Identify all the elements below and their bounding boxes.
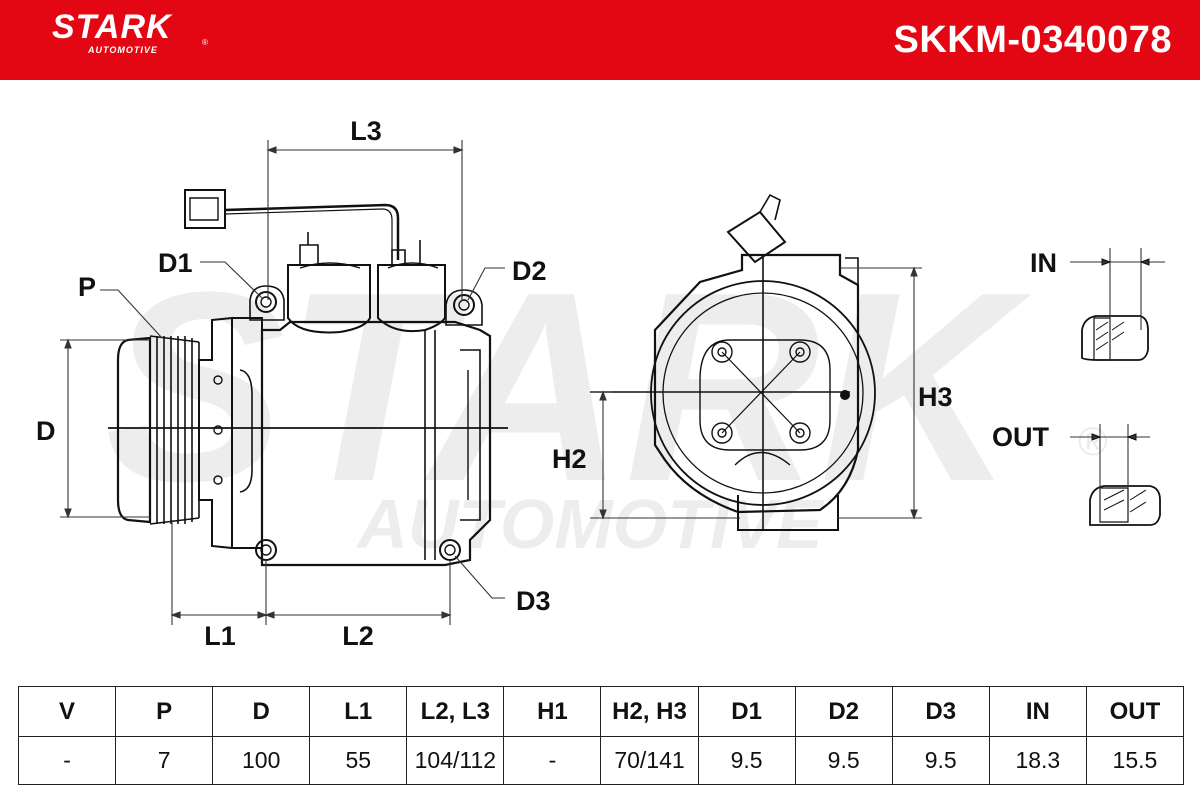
spec-table: V P D L1 L2, L3 H1 H2, H3 D1 D2 D3 IN OU…	[17, 686, 1185, 785]
spec-header-d: D	[212, 686, 311, 737]
technical-drawing: L3 D1 D2 P D L1 L2 D3 H2 H3 IN OUT	[36, 116, 1165, 651]
mount-hole-d1	[255, 291, 277, 313]
port-right	[377, 264, 446, 333]
label-d3: D3	[516, 586, 551, 616]
brand-subtitle: AUTOMOTIVE	[88, 45, 158, 55]
spec-header-l2-l3: L2, L3	[406, 686, 505, 737]
brand-registered-mark: ®	[202, 38, 208, 47]
in-port-section	[1070, 248, 1165, 361]
mount-hole-d3	[439, 539, 461, 561]
compressor-end-view	[590, 193, 876, 531]
end-bolts	[711, 341, 811, 444]
label-d2: D2	[512, 256, 547, 286]
label-l2: L2	[342, 621, 374, 651]
port-left	[287, 264, 371, 334]
spec-value-in: 18.3	[988, 736, 1087, 785]
brand-name: STARK	[52, 8, 172, 46]
label-l3: L3	[350, 116, 382, 146]
brand-logo: STARK AUTOMOTIVE ®	[52, 8, 208, 55]
label-p: P	[78, 272, 96, 302]
spec-value-l1: 55	[309, 736, 408, 785]
label-out: OUT	[992, 422, 1050, 452]
spec-header-out: OUT	[1085, 686, 1185, 737]
label-h3: H3	[918, 382, 953, 412]
spec-value-d1: 9.5	[697, 736, 796, 785]
mount-hole-left-bottom	[255, 539, 277, 561]
part-number: SKKM-0340078	[893, 19, 1172, 61]
end-connector	[726, 210, 787, 264]
electrical-connector	[184, 189, 226, 229]
end-housing	[653, 253, 860, 514]
mount-hole-d2	[453, 294, 475, 316]
spec-header-d1: D1	[697, 686, 796, 737]
spec-value-d3: 9.5	[891, 736, 990, 785]
compressor-side-view	[108, 189, 508, 567]
spec-header-h1: H1	[503, 686, 602, 737]
spec-header-d2: D2	[794, 686, 893, 737]
spec-header-l1: L1	[309, 686, 408, 737]
front-housing	[231, 317, 263, 549]
label-l1: L1	[204, 621, 236, 651]
side-dimensions	[60, 140, 505, 625]
spec-value-h2-h3: 70/141	[600, 736, 699, 785]
header-bar: STARK AUTOMOTIVE ® SKKM-0340078	[0, 0, 1200, 80]
spec-header-p: P	[115, 686, 214, 737]
compressor-body	[260, 320, 492, 567]
spec-header-h2-h3: H2, H3	[600, 686, 699, 737]
spec-value-l2-l3: 104/112	[406, 736, 505, 785]
end-outlet-pipe	[737, 495, 839, 531]
spec-header-row: V P D L1 L2, L3 H1 H2, H3 D1 D2 D3 IN OU…	[17, 686, 1185, 737]
pulley	[116, 336, 152, 524]
spec-header-in: IN	[988, 686, 1087, 737]
pulley-grooves	[149, 335, 200, 525]
end-dimensions	[590, 266, 922, 520]
label-d1: D1	[158, 248, 193, 278]
label-d: D	[36, 416, 56, 446]
spec-header-v: V	[17, 686, 117, 737]
connector-wire	[224, 203, 400, 260]
spec-value-p: 7	[115, 736, 214, 785]
label-in: IN	[1030, 248, 1057, 278]
spec-value-row: - 7 100 55 104/112 - 70/141 9.5 9.5 9.5 …	[17, 736, 1185, 785]
out-port-section	[1070, 424, 1161, 526]
spec-value-d2: 9.5	[794, 736, 893, 785]
spec-value-v: -	[17, 736, 117, 785]
spec-value-h1: -	[503, 736, 602, 785]
label-h2: H2	[552, 444, 587, 474]
spec-header-d3: D3	[891, 686, 990, 737]
dimension-labels: L3 D1 D2 P D L1 L2 D3 H2 H3 IN OUT	[36, 116, 1057, 651]
spec-value-d: 100	[212, 736, 311, 785]
spec-value-out: 15.5	[1085, 736, 1185, 785]
